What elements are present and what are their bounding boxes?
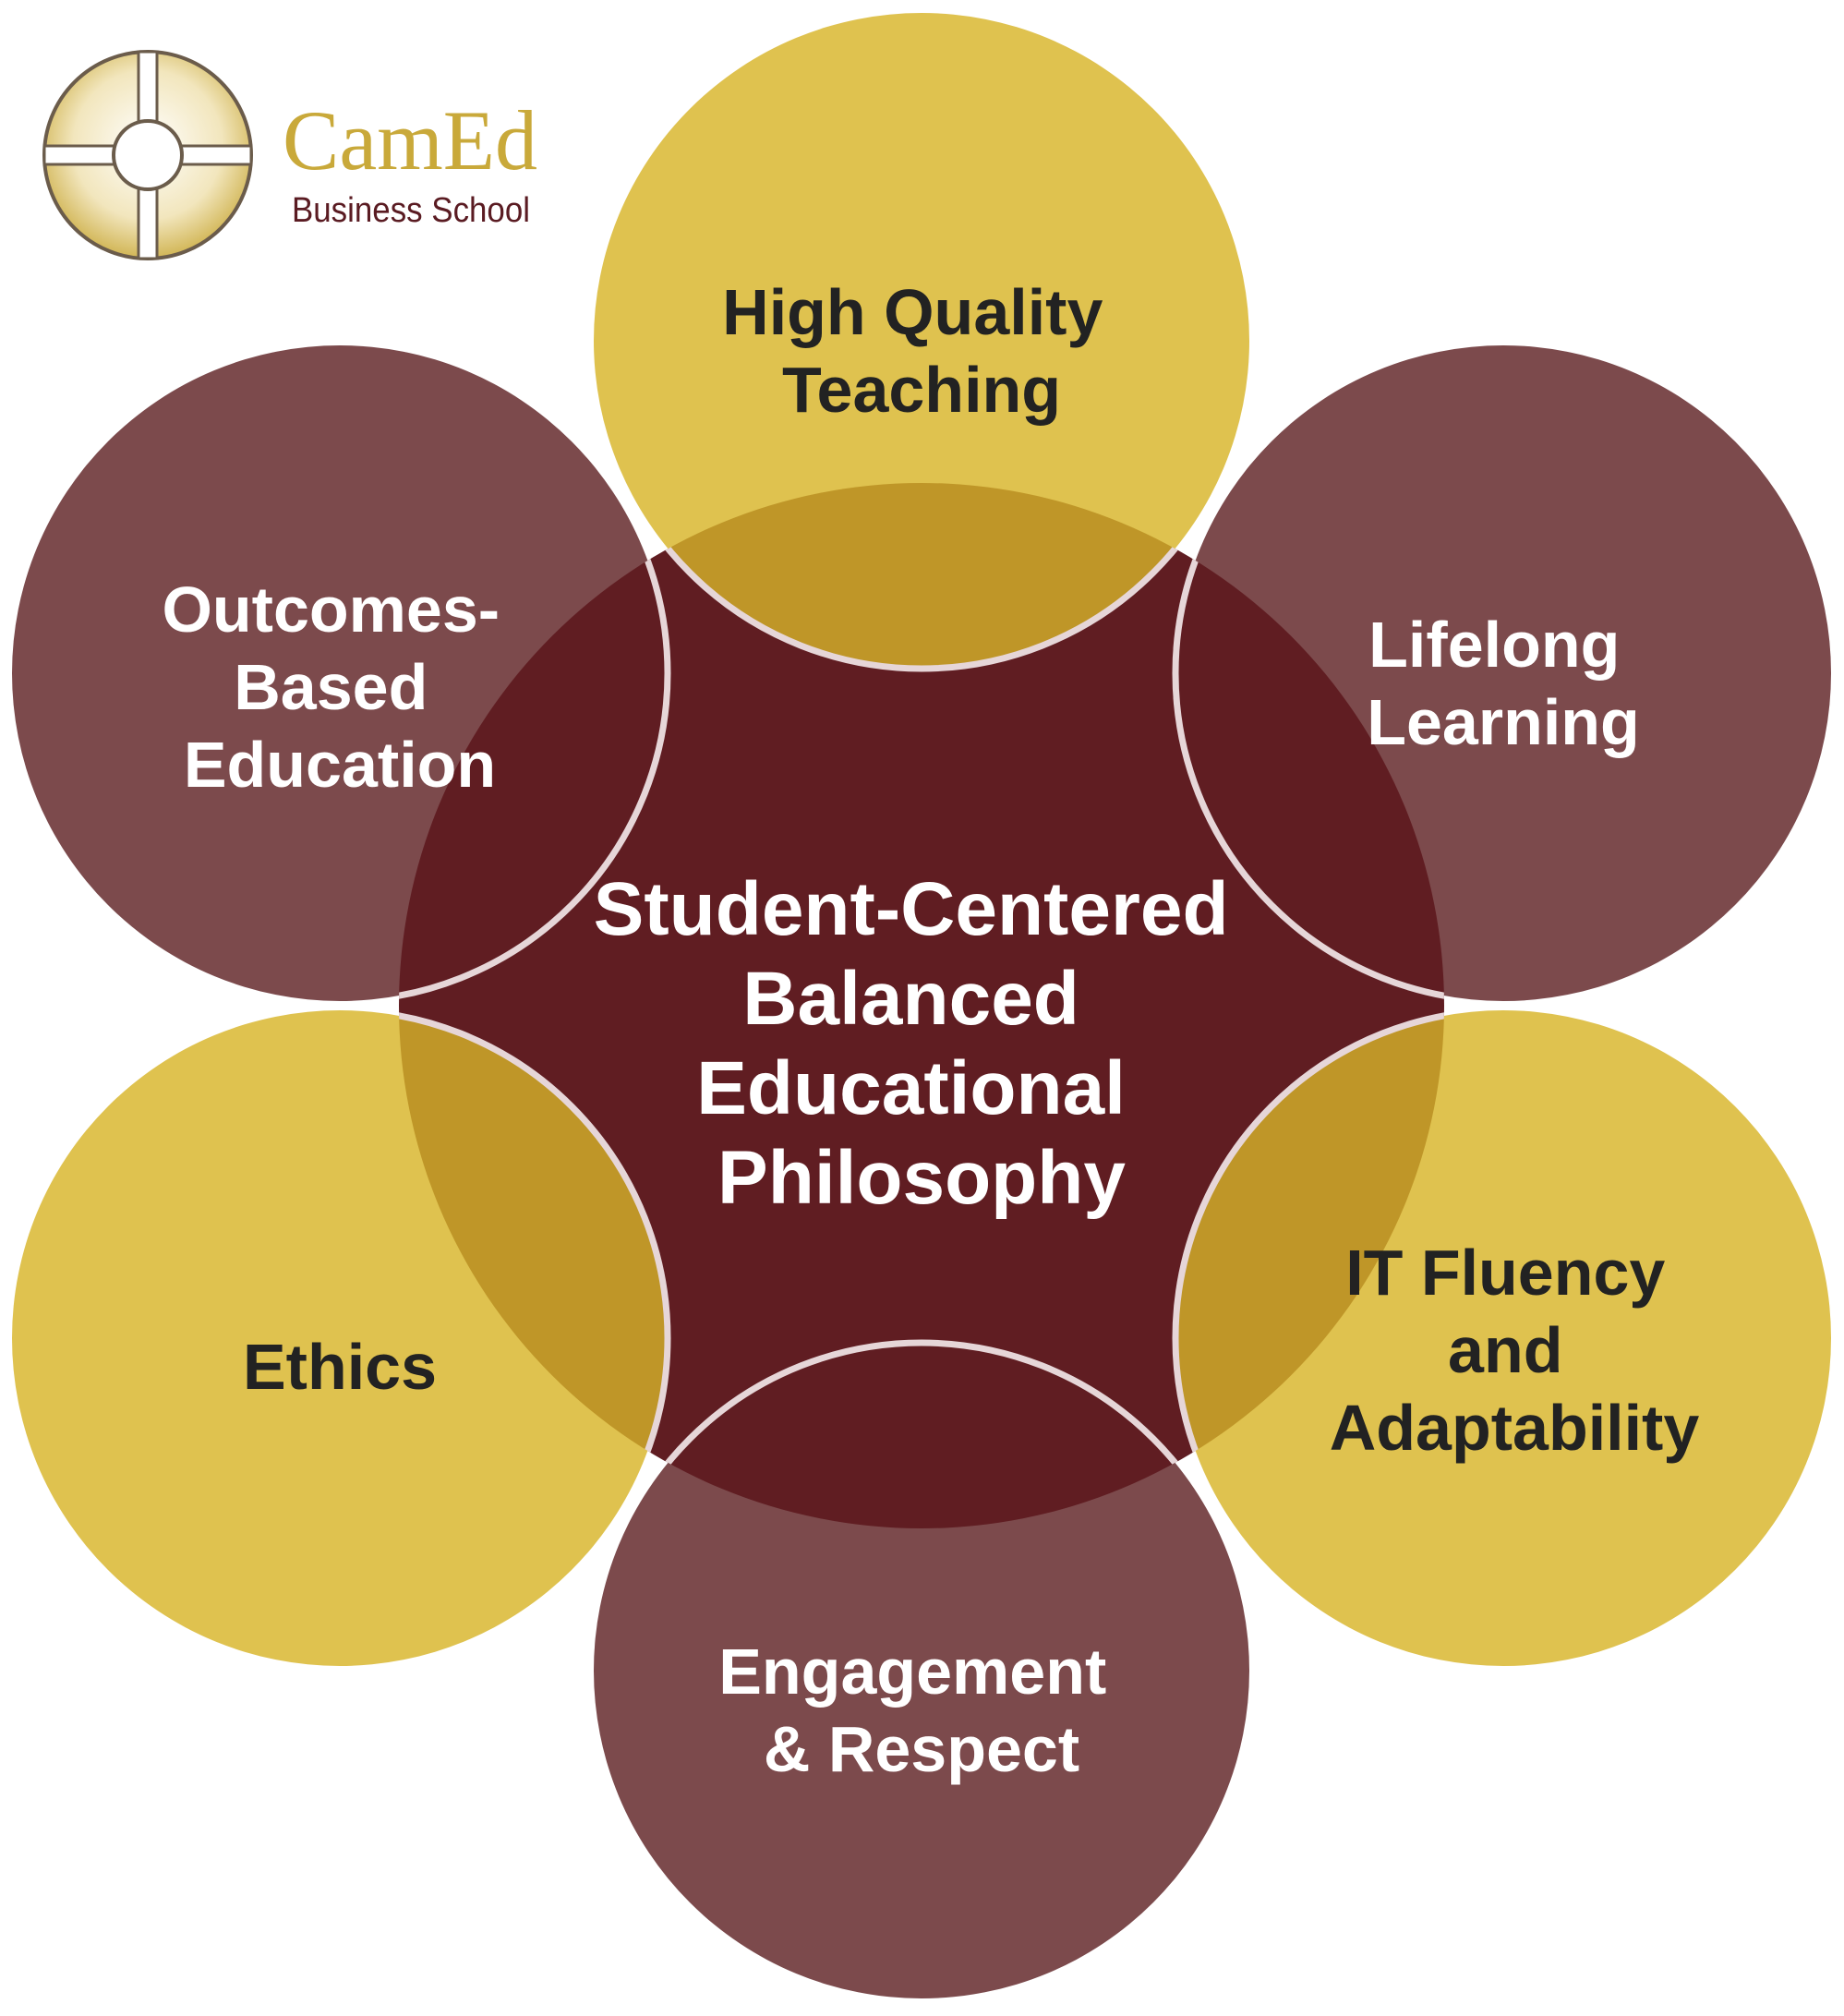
petal-label-lifelong-learning: Lifelong Learning: [1367, 609, 1640, 758]
logo-subtitle: Business School: [292, 191, 530, 230]
petal-label-it-fluency: IT Fluency and Adaptability: [1330, 1237, 1700, 1464]
petal-label-ethics: Ethics: [243, 1331, 437, 1403]
petal-label-outcomes-based: Outcomes- Based Education: [162, 573, 517, 801]
logo-name: CamEd: [283, 93, 537, 187]
center-label-line: Philosophy: [717, 1136, 1126, 1220]
petal-label-high-quality-teaching: High Quality Teaching: [722, 276, 1121, 426]
petal-label-engagement-respect: Engagement & Respect: [718, 1636, 1125, 1785]
center-label: Student-Centered Balanced Educational Ph…: [594, 867, 1250, 1220]
petal-outlines: [399, 483, 1444, 1528]
petal-circle-engagement-respect: [594, 1343, 1249, 1998]
center-label-line: Balanced: [742, 957, 1079, 1041]
center-label-line: Educational: [696, 1046, 1126, 1130]
center-label-line: Student-Centered: [594, 867, 1229, 951]
cross-circle-emblem-icon: [42, 50, 253, 260]
cameD-logo: CamEd Business School: [42, 50, 537, 260]
petal-circle-high-quality-teaching: [594, 13, 1249, 669]
